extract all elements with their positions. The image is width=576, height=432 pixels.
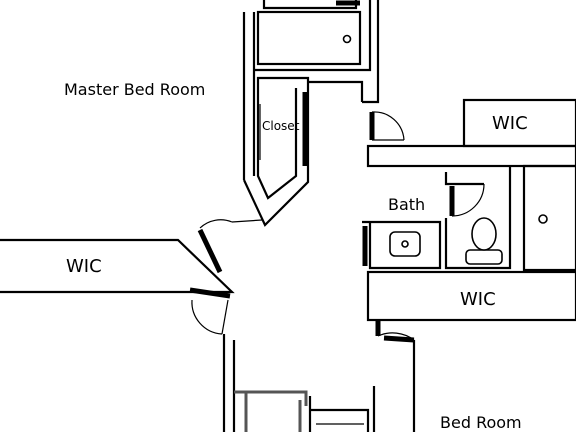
wic-bottom-right-block	[366, 270, 576, 432]
bath-block-right-wall	[362, 0, 380, 104]
wic-bottom-right-label: WIC	[460, 289, 496, 310]
bath-door-frame	[444, 172, 484, 186]
vanity-counter	[362, 220, 442, 270]
bath-block	[362, 166, 512, 270]
toilet-tank	[465, 249, 503, 265]
door-swing-arc	[371, 111, 405, 141]
toilet-alcove	[444, 166, 512, 270]
bath-label: Bath	[388, 195, 425, 214]
stair-walls	[308, 386, 376, 432]
wic-left-label: WIC	[66, 256, 102, 277]
bathtub	[256, 10, 362, 66]
closet-walls	[243, 76, 310, 227]
upper-door-arc	[199, 219, 233, 229]
closet-top-return	[308, 80, 364, 102]
stair-railing	[234, 390, 308, 432]
wic-top-right-label: WIC	[492, 113, 528, 134]
wic-left-jamb	[197, 228, 223, 274]
wic-top-right-block	[366, 98, 576, 168]
bedroom-label: Bed Room	[440, 413, 522, 432]
right-storage-block	[522, 164, 576, 272]
tub-drain	[342, 34, 352, 44]
master-bedroom-label: Master Bed Room	[64, 80, 205, 99]
left-shaft-wall	[242, 12, 256, 180]
lower-door-leaf	[221, 299, 229, 335]
upper-door-leaf	[231, 219, 263, 223]
master-door	[369, 111, 405, 141]
wic-bottom-right-box	[366, 270, 576, 322]
lower-door-arc	[191, 299, 223, 335]
bedroom-door-leaf	[383, 335, 415, 343]
bath-door-arc	[451, 183, 485, 217]
wic-left-block	[0, 219, 263, 335]
sink-drain	[401, 240, 409, 248]
bath-block-bottom-wall	[254, 0, 372, 72]
top-bath-block	[242, 0, 380, 180]
wic-left-door-leaf	[189, 287, 231, 299]
closet-label: Closet	[262, 119, 300, 133]
toilet-bowl	[471, 217, 497, 251]
stair-block	[222, 334, 376, 432]
hall-left-walls	[222, 334, 236, 432]
shelf-band	[366, 144, 576, 168]
right-storage-knob	[538, 214, 548, 224]
wic-left-outline	[0, 238, 235, 294]
right-storage-box	[522, 164, 576, 272]
closet-block	[243, 76, 364, 227]
